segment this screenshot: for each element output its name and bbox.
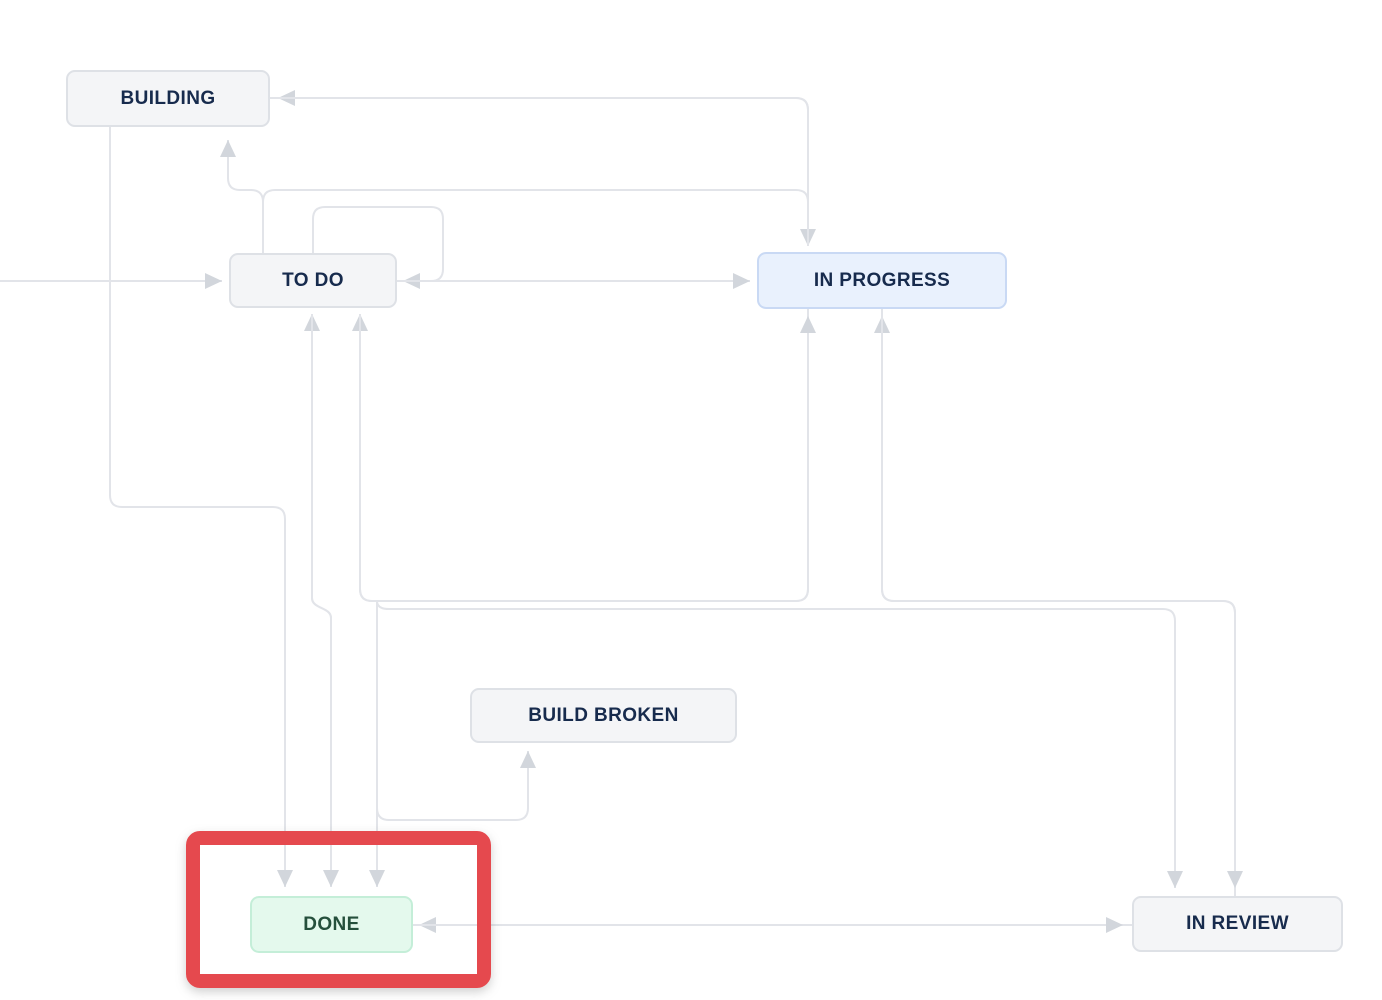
edge-into-inreview-top-1	[376, 600, 1183, 888]
status-node-in-progress[interactable]: IN PROGRESS	[757, 252, 1007, 309]
status-label-done: DONE	[303, 913, 360, 935]
status-label-build-broken: BUILD BROKEN	[528, 704, 679, 726]
edge-todo-top-channel	[262, 189, 809, 253]
edge-into-building-bottom	[220, 140, 264, 253]
edge-into-inreview-top-2	[881, 309, 1243, 888]
edge-into-todo-bottom-1	[304, 314, 332, 885]
status-node-done[interactable]: DONE	[250, 896, 413, 953]
edge-into-inprogress-bottom-2	[874, 316, 1236, 896]
status-label-building: BUILDING	[120, 87, 216, 109]
edge-into-done-top-2	[311, 314, 339, 887]
status-node-to-do[interactable]: TO DO	[229, 253, 397, 308]
status-node-in-review[interactable]: IN REVIEW	[1132, 896, 1343, 952]
edge-todo-self-loop	[312, 206, 444, 289]
status-label-to-do: TO DO	[282, 269, 344, 291]
edge-into-todo-bottom-2	[352, 309, 809, 602]
edge-into-buildbroken-bottom	[376, 601, 536, 821]
status-node-build-broken[interactable]: BUILD BROKEN	[470, 688, 737, 743]
edge-into-inprogress-top	[270, 97, 816, 246]
edge-building-to-done	[109, 127, 293, 887]
edge-into-building-right	[278, 90, 809, 246]
status-label-in-review: IN REVIEW	[1186, 913, 1289, 934]
status-node-building[interactable]: BUILDING	[66, 70, 270, 127]
status-label-in-progress: IN PROGRESS	[813, 269, 951, 291]
edge-into-inprogress-bottom-1	[359, 314, 816, 602]
